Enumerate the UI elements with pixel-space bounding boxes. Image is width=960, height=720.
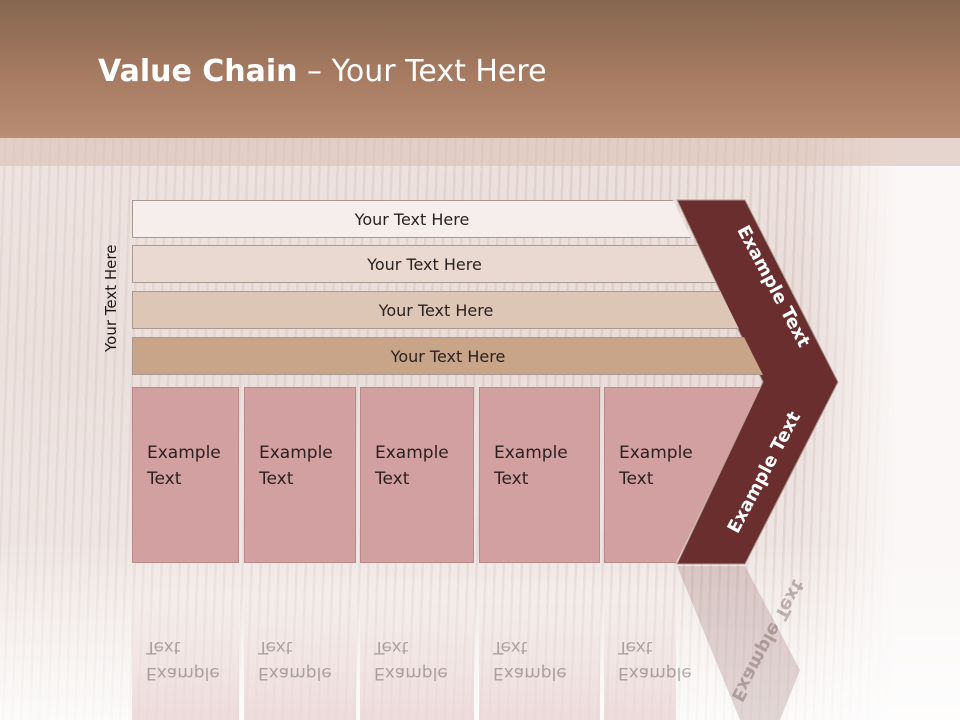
column-2-reflection: Example Text	[244, 565, 356, 720]
column-1-line2: Text	[147, 469, 182, 489]
column-2-reflection-line1: Example	[258, 663, 332, 683]
bar-4-label: Your Text Here	[390, 346, 506, 366]
side-label: Your Text Here	[102, 244, 120, 352]
column-5-reflection-line1: Example	[618, 663, 692, 683]
slide-title: Value Chain – Your Text Here	[98, 54, 547, 89]
column-5-line2: Text	[619, 469, 654, 489]
column-3-reflection: Example Text	[360, 565, 474, 720]
slide-title-rest: – Your Text Here	[297, 54, 547, 89]
column-4-reflection-line2: Text	[493, 637, 528, 657]
column-3-reflection-line1: Example	[374, 663, 448, 683]
bar-1-label: Your Text Here	[354, 209, 470, 229]
bar-2: Your Text Here	[132, 245, 716, 283]
bar-3-label: Your Text Here	[378, 300, 494, 320]
column-4-line1: Example	[494, 443, 568, 463]
slide-title-bold: Value Chain	[98, 54, 298, 89]
header-strip	[0, 138, 960, 166]
column-1-line1: Example	[147, 443, 221, 463]
column-4-reflection-line1: Example	[493, 663, 567, 683]
background-fade-bottom	[0, 540, 960, 720]
column-4-line2: Text	[494, 469, 529, 489]
column-1-reflection: Example Text	[132, 565, 239, 720]
column-3-reflection-line2: Text	[374, 637, 409, 657]
column-2-reflection-line2: Text	[258, 637, 293, 657]
header-band	[0, 0, 960, 138]
bar-4: Your Text Here	[132, 337, 763, 375]
column-3-line2: Text	[375, 469, 410, 489]
column-5-reflection-line2: Text	[618, 637, 653, 657]
column-5-reflection: Example Text	[604, 565, 692, 720]
column-4-reflection: Example Text	[479, 565, 600, 720]
bar-1: Your Text Here	[132, 200, 691, 238]
bar-3: Your Text Here	[132, 291, 739, 329]
column-3-line1: Example	[375, 443, 449, 463]
column-1-reflection-line2: Text	[146, 637, 181, 657]
column-5-line1: Example	[619, 443, 693, 463]
column-2-line1: Example	[259, 443, 333, 463]
column-1-reflection-line1: Example	[146, 663, 220, 683]
bar-2-label: Your Text Here	[367, 254, 482, 274]
column-2-line2: Text	[259, 469, 294, 489]
